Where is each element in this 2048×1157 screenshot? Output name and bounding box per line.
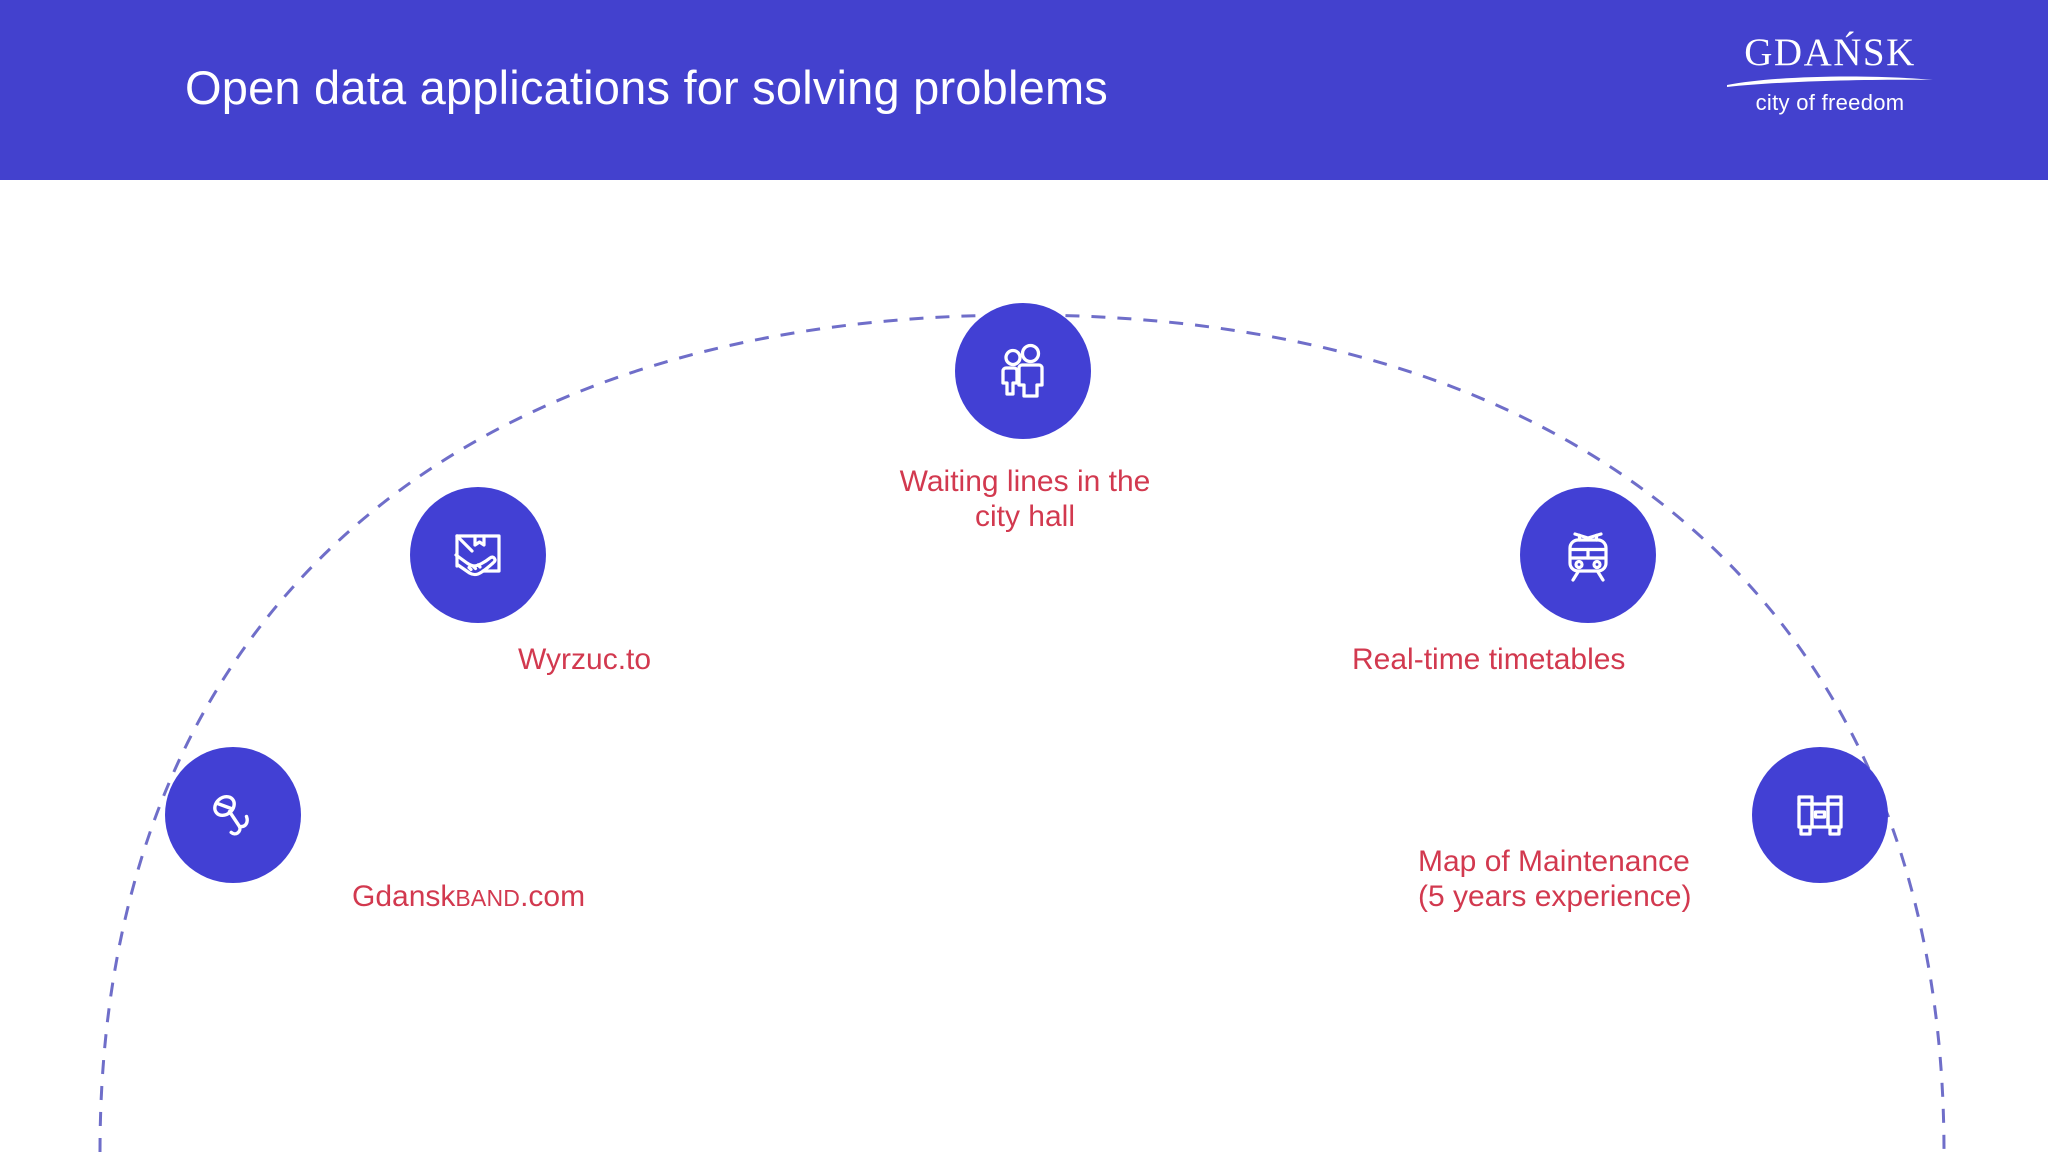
header-bar: Open data applications for solving probl…	[0, 0, 2048, 180]
node-waiting-lines-label: Waiting lines in the city hall	[899, 465, 1151, 533]
microphone-icon-circle[interactable]	[165, 747, 301, 883]
binoculars-icon-circle[interactable]	[1752, 747, 1888, 883]
node-map-maintenance-label: Map of Maintenance (5 years experience)	[1418, 845, 1692, 913]
tram-icon	[1568, 532, 1608, 582]
binoculars-icon	[1797, 795, 1843, 836]
tram-icon-circle[interactable]	[1520, 487, 1656, 623]
node-timetables-label: Real-time timetables	[1352, 643, 1626, 676]
node-gdanskband-label: GdanskBAND.com	[352, 845, 772, 914]
logo-tagline: city of freedom	[1755, 90, 1905, 115]
label-part-band: BAND	[455, 884, 521, 911]
hand-box-donation-icon	[454, 534, 501, 577]
gdansk-logo: GDAŃSK city of freedom	[1725, 33, 1935, 115]
logo-wave-icon	[1727, 76, 1933, 87]
two-people-icon	[1001, 343, 1044, 398]
label-part-gdansk: Gdansk	[352, 879, 456, 913]
logo-wordmark: GDAŃSK	[1744, 31, 1916, 74]
node-wyrzuc-label: Wyrzuc.to	[518, 643, 652, 676]
page-title: Open data applications for solving probl…	[185, 61, 1109, 114]
microphone-icon	[213, 794, 249, 836]
two-people-icon-circle[interactable]	[955, 303, 1091, 439]
label-part-com: .com	[520, 879, 586, 913]
hand-box-donation-icon-circle[interactable]	[410, 487, 546, 623]
